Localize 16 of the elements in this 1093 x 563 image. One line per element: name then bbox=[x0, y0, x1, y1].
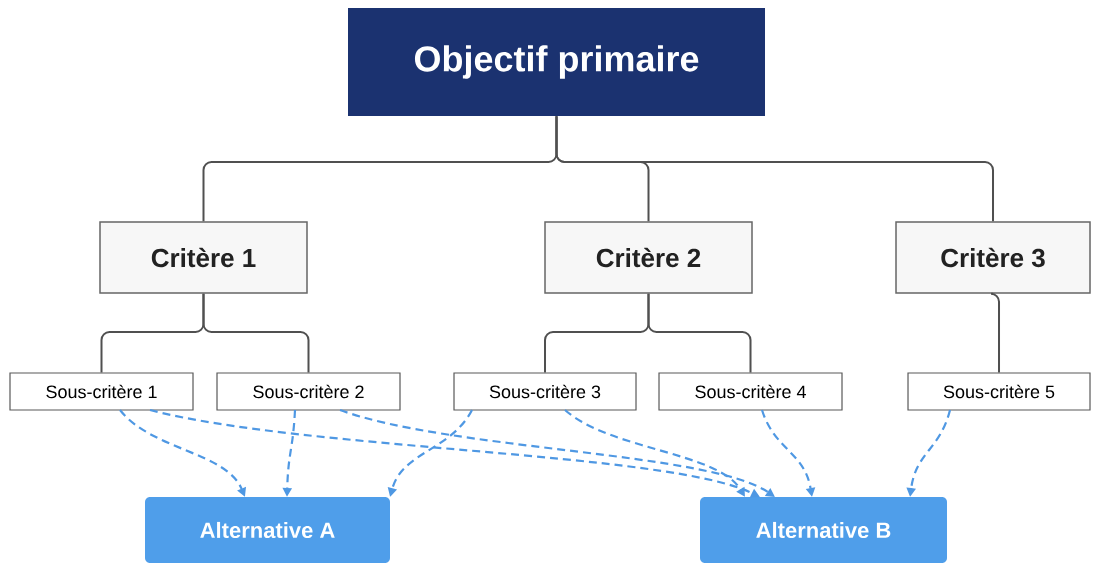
sub-criterion-box: Sous-critère 2 bbox=[216, 372, 401, 411]
sub-criterion-box: Sous-critère 3 bbox=[453, 372, 637, 411]
sub-criterion-box: Sous-critère 1 bbox=[9, 372, 194, 411]
alternative-box: Alternative A bbox=[145, 497, 390, 563]
sub-criterion-box: Sous-critère 4 bbox=[658, 372, 843, 411]
connector-line bbox=[202, 292, 310, 374]
criterion-box: Critère 2 bbox=[544, 221, 753, 294]
objective-box: Objectif primaire bbox=[348, 8, 765, 116]
connector-line bbox=[647, 292, 752, 374]
sub-criterion-box: Sous-critère 5 bbox=[907, 372, 1091, 411]
connector-line bbox=[990, 292, 1000, 374]
criterion-box: Critère 1 bbox=[99, 221, 308, 294]
arrow bbox=[339, 408, 775, 497]
alternative-box: Alternative B bbox=[700, 497, 947, 563]
criterion-box: Critère 3 bbox=[895, 221, 1091, 294]
connector-line bbox=[555, 115, 994, 223]
